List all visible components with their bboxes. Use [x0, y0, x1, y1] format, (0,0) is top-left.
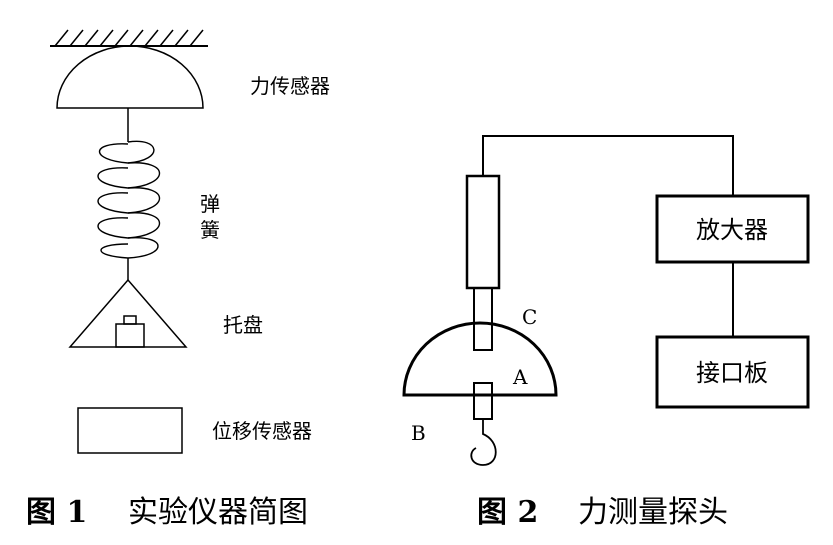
probe-hook — [470, 419, 497, 466]
interface-board-box — [655, 335, 810, 409]
probe-dome — [402, 321, 558, 397]
caption-2-title: 力测量探头 — [578, 495, 728, 530]
probe-tube — [465, 174, 501, 290]
label-interface-board: 接口板 — [696, 359, 768, 387]
figure-1 — [50, 29, 208, 454]
label-point-b: B — [411, 421, 426, 445]
figure-2 — [402, 135, 810, 466]
tray-triangle — [68, 278, 188, 348]
point-a-block — [473, 382, 493, 420]
caption-1-number: 图 1 — [26, 495, 87, 530]
label-force-sensor: 力传感器 — [250, 74, 330, 98]
label-tray: 托盘 — [223, 313, 263, 337]
probe-shaft — [473, 287, 493, 351]
ceiling-hatch — [50, 29, 208, 47]
caption-2-number: 图 2 — [477, 495, 538, 530]
probe-signal-wire — [482, 135, 734, 196]
label-point-a: A — [512, 365, 528, 389]
force-sensor-dome — [56, 45, 204, 109]
spring-coil — [97, 140, 160, 259]
displacement-sensor-box — [77, 407, 183, 454]
label-amplifier: 放大器 — [696, 216, 768, 244]
weight-block — [115, 315, 145, 348]
amplifier-box — [655, 194, 810, 264]
label-displacement-sensor: 位移传感器 — [212, 419, 312, 443]
caption-1-title: 实验仪器简图 — [128, 495, 308, 530]
label-point-c: C — [522, 305, 537, 329]
label-spring-char1: 弹 — [200, 192, 220, 216]
label-spring-char2: 簧 — [200, 218, 220, 242]
